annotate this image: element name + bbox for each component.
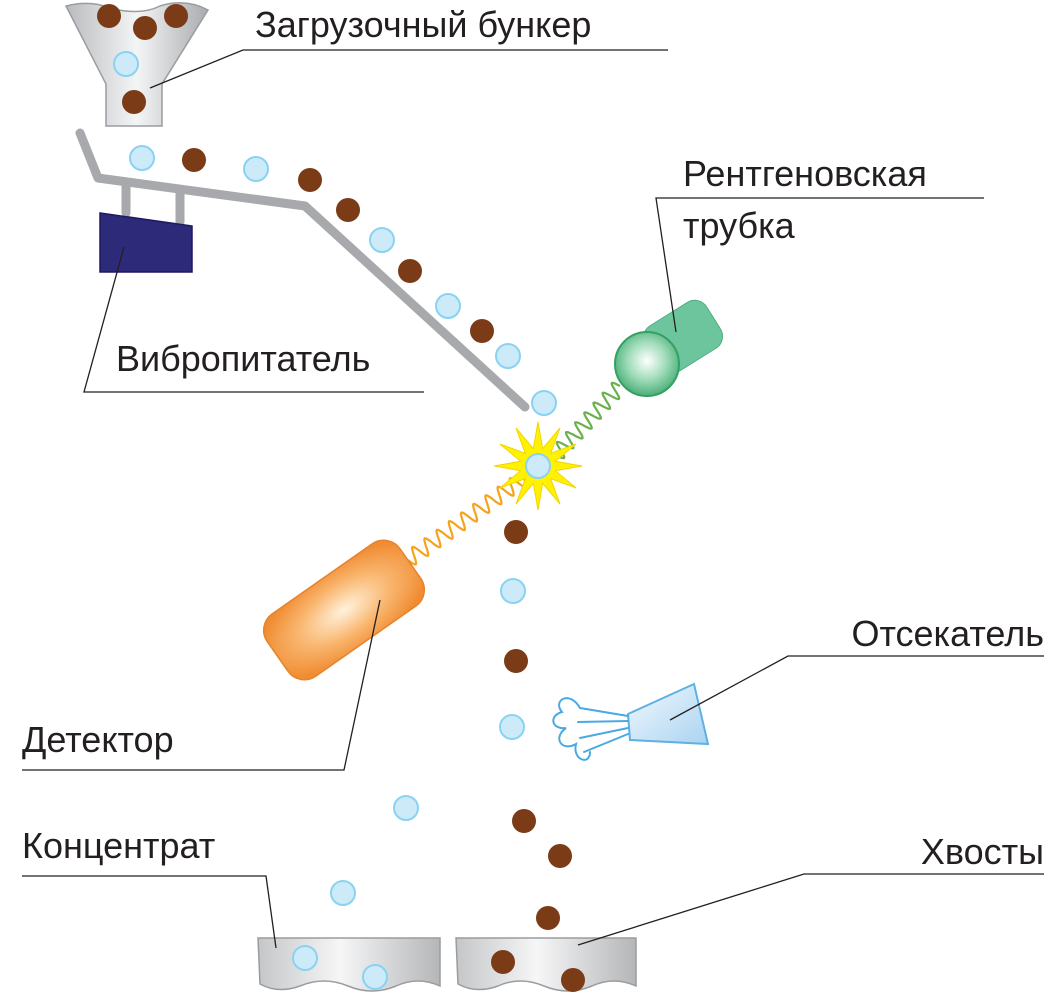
- light-particle: [362, 964, 388, 990]
- ejector: [552, 682, 710, 761]
- ore-particle: [122, 90, 146, 114]
- label-xray-tube-line1: Рентгеновская: [683, 153, 927, 194]
- ore-particle: [536, 906, 560, 930]
- tailings-bin: [455, 937, 637, 992]
- label-xray-tube-line2: трубка: [683, 205, 796, 246]
- label-hopper: Загрузочный бункер: [255, 4, 591, 45]
- ore-particle: [504, 520, 528, 544]
- concentrate-bin: [257, 937, 441, 992]
- light-particle: [243, 156, 269, 182]
- light-particle: [531, 390, 557, 416]
- ore-particle: [561, 968, 585, 992]
- light-particle: [369, 227, 395, 253]
- light-particle: [129, 145, 155, 171]
- light-particle: [393, 795, 419, 821]
- label-ejector: Отсекатель: [851, 613, 1044, 654]
- ore-particle: [97, 4, 121, 28]
- light-particle: [495, 343, 521, 369]
- callout-concentrate: [22, 875, 277, 949]
- air-nozzle-icon: [626, 682, 710, 746]
- vibro-feeder-icon: [99, 212, 193, 273]
- ore-particle: [298, 168, 322, 192]
- ore-particle: [336, 198, 360, 222]
- light-particle: [292, 945, 318, 971]
- particles: [97, 4, 585, 992]
- label-tailings: Хвосты: [921, 831, 1044, 872]
- callout-detector: [22, 599, 381, 771]
- xray-wave: [555, 381, 621, 460]
- callout-tailings: [577, 873, 1044, 946]
- ore-particle: [491, 950, 515, 974]
- ore-particle: [548, 844, 572, 868]
- ore-particle: [182, 148, 206, 172]
- light-particle: [499, 714, 525, 740]
- xray-tube: [614, 299, 724, 397]
- callout-ejector: [669, 655, 1044, 721]
- label-concentrate: Концентрат: [22, 825, 215, 866]
- light-particle: [525, 453, 551, 479]
- callout-lines: [22, 49, 1044, 949]
- fluorescence-wave: [407, 468, 531, 566]
- ore-particle: [164, 4, 188, 28]
- callout-vibro-feeder: [83, 246, 424, 393]
- ore-particle: [398, 259, 422, 283]
- light-particle: [435, 293, 461, 319]
- ore-particle: [133, 16, 157, 40]
- callout-hopper: [149, 49, 668, 89]
- label-vibro-feeder: Вибропитатель: [116, 338, 370, 379]
- chute: [75, 128, 530, 412]
- label-detector: Детектор: [22, 719, 174, 760]
- light-particle: [113, 51, 139, 77]
- detector-icon: [262, 539, 426, 681]
- ore-particle: [470, 319, 494, 343]
- ore-particle: [512, 809, 536, 833]
- light-particle: [500, 578, 526, 604]
- air-jet: [552, 697, 629, 761]
- chute-rail: [75, 128, 530, 412]
- callout-xray-tube: [655, 197, 984, 333]
- light-particle: [330, 880, 356, 906]
- ore-particle: [504, 649, 528, 673]
- xray-tube-window: [614, 331, 680, 397]
